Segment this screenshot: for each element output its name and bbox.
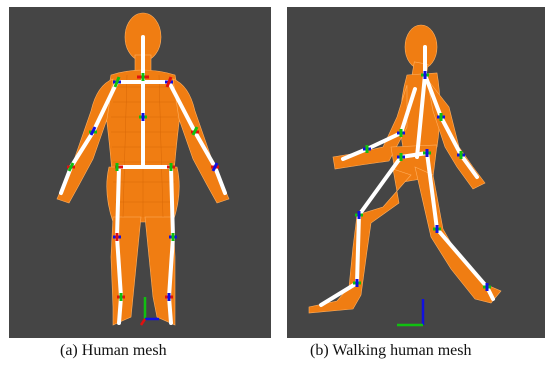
human-mesh-figure (9, 7, 271, 338)
walking-mesh-panel (287, 7, 545, 338)
caption-walking-human-mesh: (b) Walking human mesh (310, 340, 472, 362)
walking-mesh-figure (287, 7, 545, 338)
human-mesh-panel (9, 7, 271, 338)
caption-human-mesh: (a) Human mesh (60, 340, 167, 362)
origin-axes (397, 299, 423, 325)
